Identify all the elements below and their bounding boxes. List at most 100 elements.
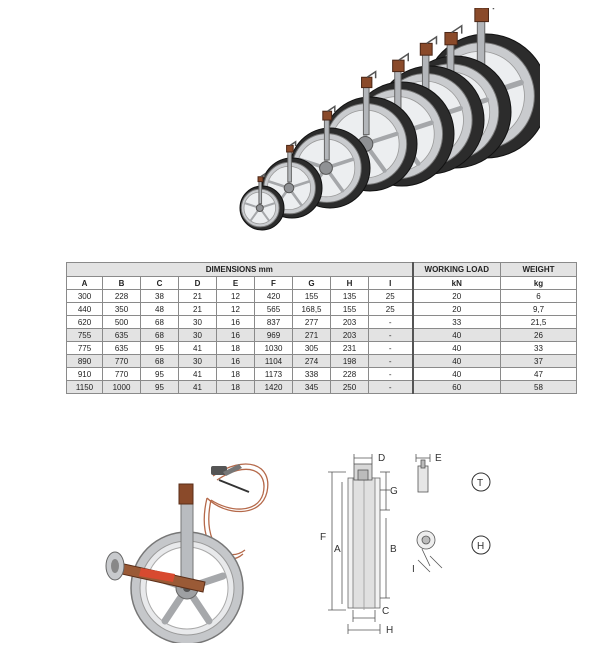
table-cell: 58 <box>500 380 577 394</box>
table-cell: 1150 <box>66 380 103 394</box>
label-b: B <box>390 544 397 555</box>
table-cell: 338 <box>292 367 331 381</box>
table-cell: 168,5 <box>292 302 331 316</box>
table-cell: 305 <box>292 341 331 355</box>
col-header-b: B <box>102 276 141 290</box>
table-cell: 16 <box>216 315 255 329</box>
label-c: C <box>382 606 389 617</box>
pulley-wheel <box>239 172 285 231</box>
table-cell: 20 <box>411 302 501 316</box>
table-cell: 775 <box>66 341 103 355</box>
table-cell: 41 <box>178 367 217 381</box>
pulley-frame <box>112 483 206 593</box>
col-header-kg: kg <box>500 276 577 290</box>
dimension-drawing: D E G F A B C H I T H <box>320 453 491 636</box>
label-h: H <box>386 625 393 636</box>
table-cell: 1173 <box>254 367 293 381</box>
col-header-g: G <box>292 276 331 290</box>
table-cell: 203 <box>330 315 369 329</box>
table-cell: 1000 <box>102 380 141 394</box>
table-cell: 9,7 <box>500 302 577 316</box>
col-header-e: E <box>216 276 255 290</box>
table-cell: - <box>368 328 413 342</box>
table-cell: - <box>368 354 413 368</box>
table-cell: 440 <box>66 302 103 316</box>
pulley-wheel <box>261 140 323 219</box>
table-cell: 20 <box>411 289 501 303</box>
table-cell: 910 <box>66 367 103 381</box>
table-cell: 969 <box>254 328 293 342</box>
label-e: E <box>435 453 442 464</box>
table-cell: 18 <box>216 367 255 381</box>
col-header-kn: kN <box>411 276 501 290</box>
table-cell: 770 <box>102 367 141 381</box>
column-header-row: A B C D E F G H I kN kg <box>66 276 577 290</box>
table-cell: 33 <box>411 315 501 329</box>
detail-e <box>415 454 431 493</box>
col-header-a: A <box>66 276 103 290</box>
table-cell: 38 <box>140 289 179 303</box>
table-cell: 18 <box>216 341 255 355</box>
table-cell: 25 <box>368 289 413 303</box>
table-cell: 1420 <box>254 380 293 394</box>
col-header-i: I <box>368 276 413 290</box>
table-cell: 26 <box>500 328 577 342</box>
table-cell: 18 <box>216 380 255 394</box>
table-cell: 231 <box>330 341 369 355</box>
table-cell: 21,5 <box>500 315 577 329</box>
table-cell: 48 <box>140 302 179 316</box>
table-cell: 68 <box>140 328 179 342</box>
table-cell: 21 <box>178 289 217 303</box>
label-d: D <box>378 453 385 464</box>
label-t-symbol: T <box>477 478 483 489</box>
pulley-range-photo <box>239 8 540 231</box>
table-cell: 565 <box>254 302 293 316</box>
table-cell: 25 <box>368 302 413 316</box>
table-cell: 47 <box>500 367 577 381</box>
table-cell: 350 <box>102 302 141 316</box>
pulley-detail-photo <box>105 463 269 643</box>
table-cell: - <box>368 341 413 355</box>
table-cell: 12 <box>216 289 255 303</box>
table-cell: 60 <box>411 380 501 394</box>
table-cell: 68 <box>140 315 179 329</box>
label-h-symbol: H <box>477 541 484 552</box>
table-cell: 837 <box>254 315 293 329</box>
table-cell: - <box>368 380 413 394</box>
col-header-h: H <box>330 276 369 290</box>
table-cell: 198 <box>330 354 369 368</box>
col-header-f: F <box>254 276 293 290</box>
table-cell: 770 <box>102 354 141 368</box>
earthing-clamp <box>211 464 250 493</box>
table-cell: 155 <box>330 302 369 316</box>
table-cell: 40 <box>411 328 501 342</box>
table-cell: 1030 <box>254 341 293 355</box>
table-cell: 271 <box>292 328 331 342</box>
table-cell: 95 <box>140 367 179 381</box>
table-cell: 890 <box>66 354 103 368</box>
table-cell: 21 <box>178 302 217 316</box>
table-cell: 33 <box>500 341 577 355</box>
col-header-c: C <box>140 276 179 290</box>
table-cell: 755 <box>66 328 103 342</box>
table-cell: 30 <box>178 315 217 329</box>
profile-t-symbol <box>471 472 491 492</box>
table-cell: 500 <box>102 315 141 329</box>
table-cell: 228 <box>102 289 141 303</box>
table-cell: 345 <box>292 380 331 394</box>
table-cell: 228 <box>330 367 369 381</box>
table-cell: 95 <box>140 341 179 355</box>
table-cell: 1104 <box>254 354 293 368</box>
table-cell: 300 <box>66 289 103 303</box>
label-g: G <box>390 486 398 497</box>
table-cell: 203 <box>330 328 369 342</box>
table-cell: 635 <box>102 328 141 342</box>
label-i: I <box>412 564 415 575</box>
table-cell: 620 <box>66 315 103 329</box>
